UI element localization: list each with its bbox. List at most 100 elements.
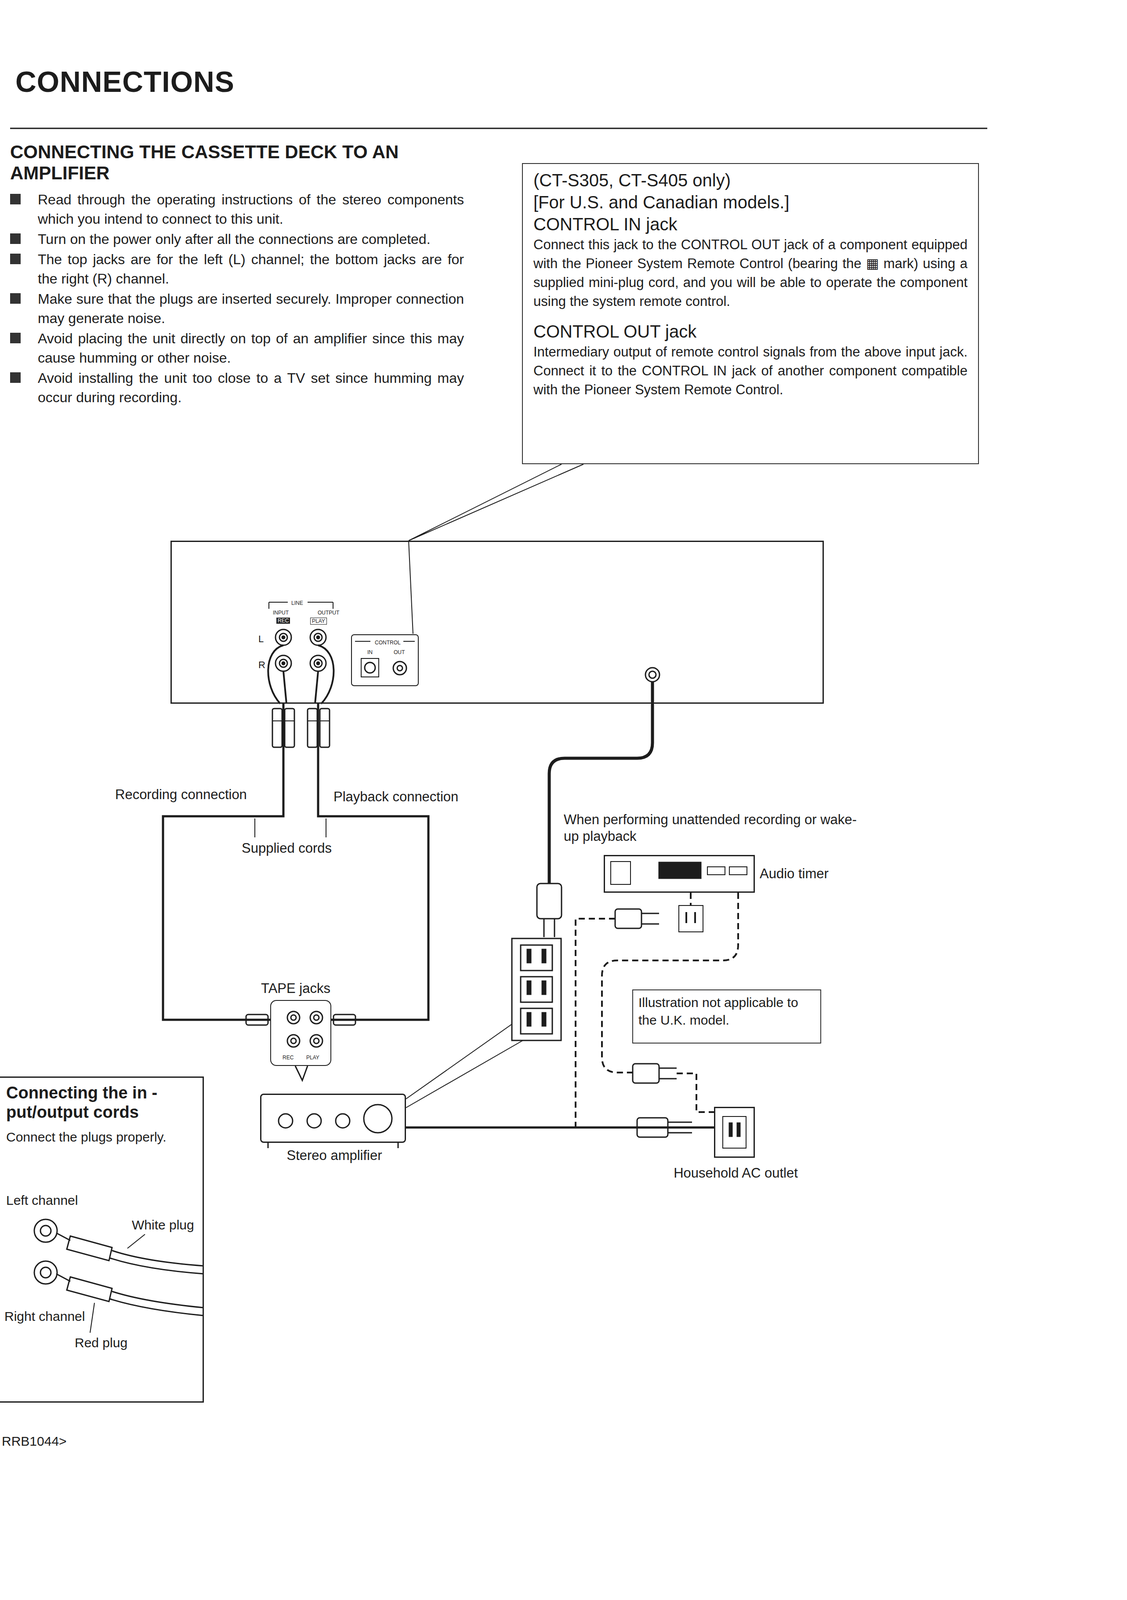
node-text: Connecting the in - put/output cords: [6, 1082, 200, 1122]
line-jacks: [314, 659, 323, 667]
line-jacks: [316, 661, 320, 665]
node-text: Connect this jack to the CONTROL OUT jac…: [533, 235, 968, 311]
amplifier-knobs: [363, 1104, 392, 1133]
line-jacks: [279, 633, 288, 642]
callout-box: (CT-S305, CT-S405 only)[For U.S. and Can…: [521, 163, 979, 464]
node-text: (CT-S305, CT-S405 only): [533, 169, 968, 192]
ac-plugs: [632, 1063, 747, 1148]
note-label: Supplied cords: [241, 840, 332, 856]
amplifier-knobs: [307, 1113, 322, 1128]
plug-illustration: [90, 1233, 145, 1333]
audio-timer-art: [707, 866, 725, 875]
bullet-text: Make sure that the plugs are inserted se…: [37, 289, 464, 328]
power-strip: [405, 1023, 523, 1108]
tape-jack-art: [287, 1011, 300, 1024]
page-title: CONNECTIONS: [15, 65, 235, 99]
note-label: When performing unattended recording or …: [563, 811, 863, 845]
power-strip: [542, 949, 546, 963]
bullet-square: [10, 372, 21, 383]
audio-timer-art: [615, 908, 642, 928]
deck-plugs: [272, 708, 283, 747]
node-text: PLAY: [306, 1054, 320, 1061]
deck-plugs: [272, 720, 330, 722]
deck-plugs: [284, 708, 295, 747]
power-strip: [542, 980, 546, 994]
power-cord: [536, 883, 562, 919]
control-jacks: [393, 661, 407, 675]
bullet-square: [10, 233, 21, 244]
audio-cord: [163, 703, 284, 1020]
bullet-row: Avoid installing the unit too close to a…: [10, 368, 464, 407]
bullet-square: [10, 332, 21, 344]
bullet-text: The top jacks are for the left (L) chann…: [37, 249, 464, 289]
line-jacks: [316, 635, 320, 639]
node-text: White plug: [131, 1217, 195, 1233]
title-rule: [10, 127, 988, 130]
plug-illustration: [34, 1218, 58, 1242]
node-text: OUTPUT: [317, 609, 340, 616]
power-cord: [645, 667, 660, 682]
power-strip: [520, 976, 553, 1002]
line-jacks: [275, 629, 292, 646]
node-text: OUT: [393, 648, 405, 656]
node-text: CONTROL IN jack: [533, 213, 968, 236]
control-jacks: [408, 540, 414, 634]
cord-leaders: [254, 818, 327, 838]
bullet-text: Read through the operating instructions …: [37, 189, 464, 229]
tape-jack-panel: TAPE jacksRECPLAY: [270, 999, 332, 1066]
power-strip: [527, 980, 531, 994]
bullet-text: Avoid installing the unit too close to a…: [37, 368, 464, 407]
line-jacks: [279, 659, 288, 667]
ac-plugs: [659, 1067, 677, 1079]
control-jacks: [351, 540, 419, 686]
power-strip: [511, 938, 562, 1041]
ac-plugs: [632, 1063, 660, 1083]
note-box: Illustration not applicable to the U.K. …: [632, 989, 822, 1044]
cord-leaders: [254, 818, 327, 838]
timer-cords: [689, 892, 692, 906]
plug-illustration: [34, 1260, 58, 1284]
line-jacks: [282, 635, 285, 639]
tape-jack-art: [313, 1014, 319, 1020]
bullet-row: Turn on the power only after all the con…: [10, 229, 464, 249]
tape-jack-art: [290, 1037, 297, 1044]
title-rule: [10, 127, 988, 130]
bullet-row: Avoid placing the unit directly on top o…: [10, 328, 464, 368]
deck-plugs: [307, 708, 318, 747]
node-text: R: [258, 659, 266, 671]
node-text: CONTROL OUT jack: [533, 320, 968, 343]
power-strip: [520, 1007, 553, 1034]
node-text: Intermediary output of remote control si…: [533, 342, 968, 399]
line-jacks: [310, 655, 327, 671]
power-cord: [549, 681, 653, 884]
power-strip: [542, 1012, 546, 1026]
tape-jack-art: [310, 1034, 323, 1047]
cord-label: Recording connection: [115, 786, 247, 803]
tape-jack-art: [287, 1034, 300, 1047]
plug-illustration: [40, 1266, 51, 1278]
amplifier-knobs: [335, 1113, 350, 1128]
node-text: L: [258, 633, 264, 645]
node-text: Stereo amplifier: [252, 1147, 417, 1164]
cassette-deck-rear: LINEINPUTOUTPUTRECPLAYLRCONTROLINOUT: [170, 540, 824, 704]
bullet-row: The top jacks are for the left (L) chann…: [10, 249, 464, 289]
plug-illustration: [66, 1276, 113, 1301]
node-text: Right channel: [4, 1308, 85, 1324]
deck-plugs: [319, 708, 330, 747]
ac-plugs: [737, 1122, 740, 1136]
node-text: INPUT: [272, 609, 289, 616]
tape-jack-art: [246, 1011, 356, 1080]
audio-timer-art: [610, 861, 747, 932]
audio-timer-art: [678, 905, 704, 932]
node-text: [For U.S. and Canadian models.]: [533, 191, 968, 214]
timer-cords: [676, 1072, 714, 1112]
node-text: Left channel: [6, 1192, 78, 1208]
control-jacks: [397, 665, 403, 671]
power-strip: [527, 949, 531, 963]
ac-plugs: [722, 1116, 747, 1148]
control-jacks: [351, 634, 419, 686]
plug-illustration: [40, 1224, 51, 1236]
plug-illustration: [66, 1235, 113, 1261]
audio-timer-art: [729, 866, 747, 875]
